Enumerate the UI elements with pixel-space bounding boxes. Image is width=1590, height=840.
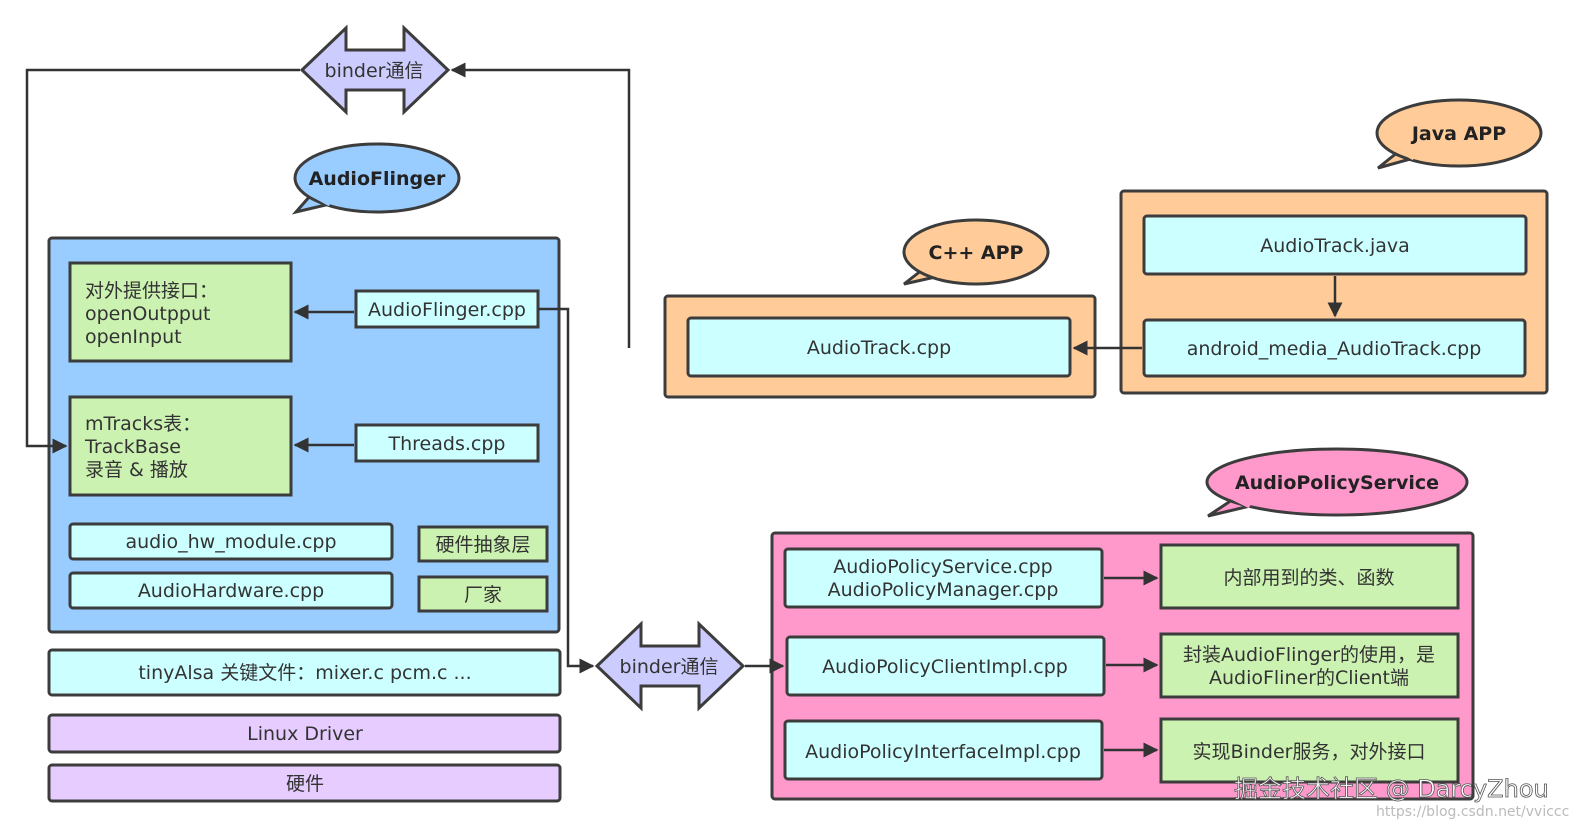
audiotrack-cpp-label: AudioTrack.cpp (807, 337, 951, 359)
hardware-label: 硬件 (286, 773, 324, 795)
binder-top-label: binder通信 (325, 60, 424, 82)
tinyalsa-label: tinyAlsa 关键文件：mixer.c pcm.c ... (138, 662, 471, 684)
interface-line-1: 对外提供接口： (85, 280, 218, 302)
binder-note-label: 实现Binder服务，对外接口 (1193, 741, 1426, 763)
audio-hw-module-box: audio_hw_module.cpp (68, 522, 394, 561)
internal-note-box: 内部用到的类、函数 (1159, 543, 1460, 610)
hal-label: 硬件抽象层 (435, 534, 530, 556)
audio-hardware-box: AudioHardware.cpp (68, 571, 394, 610)
policy-client-impl-label: AudioPolicyClientImpl.cpp (822, 656, 1068, 678)
audioflinger-bubble-label: AudioFlinger (309, 168, 446, 190)
policy-service-label: AudioPolicyService.cpp (833, 556, 1052, 578)
wrap-note-line-2: AudioFliner的Client端 (1209, 667, 1409, 689)
tracks-box: mTracks表： TrackBase 录音 & 播放 (68, 395, 293, 497)
cpp-app-bubble: C++ APP (902, 218, 1050, 286)
linux-driver-box: Linux Driver (47, 713, 562, 754)
java-app-bubble-label: Java APP (1410, 123, 1506, 145)
tracks-line-3: 录音 & 播放 (85, 459, 188, 481)
audiotrack-cpp-box: AudioTrack.cpp (686, 316, 1072, 378)
binder-bottom: binder通信 (594, 620, 746, 712)
java-app-bubble: Java APP (1375, 98, 1543, 170)
android-media-audiotrack-label: android_media_AudioTrack.cpp (1187, 338, 1482, 360)
hal-label-box: 硬件抽象层 (417, 525, 549, 563)
audiopolicy-bubble-label: AudioPolicyService (1235, 472, 1439, 494)
threads-cpp-label: Threads.cpp (388, 433, 506, 455)
android-media-audiotrack-box: android_media_AudioTrack.cpp (1142, 318, 1527, 378)
watermark-url: https://blog.csdn.net/vviccc (1376, 804, 1569, 820)
vendor-label: 厂家 (464, 584, 502, 606)
audiotrack-java-label: AudioTrack.java (1260, 235, 1410, 257)
interface-line-2: openOutpput (85, 303, 210, 325)
audiotrack-java-box: AudioTrack.java (1142, 214, 1528, 276)
vendor-label-box: 厂家 (417, 575, 549, 613)
interface-box: 对外提供接口： openOutpput openInput (68, 261, 293, 363)
audio-hw-module-label: audio_hw_module.cpp (125, 531, 336, 553)
tracks-line-1: mTracks表： (85, 413, 201, 435)
policy-interface-impl-box: AudioPolicyInterfaceImpl.cpp (783, 719, 1104, 781)
interface-line-3: openInput (85, 326, 182, 348)
audio-hardware-label: AudioHardware.cpp (138, 580, 324, 602)
audioflinger-cpp-box: AudioFlinger.cpp (354, 289, 540, 329)
binder-bottom-label: binder通信 (620, 656, 719, 678)
threads-cpp-box: Threads.cpp (354, 423, 540, 463)
tracks-line-2: TrackBase (84, 436, 181, 458)
audiotrack-to-binder-edge (450, 62, 631, 348)
policy-service-manager-box: AudioPolicyService.cpp AudioPolicyManage… (783, 547, 1104, 609)
policy-manager-label: AudioPolicyManager.cpp (828, 579, 1059, 601)
cpp-app-bubble-label: C++ APP (929, 242, 1024, 264)
hardware-box: 硬件 (47, 763, 562, 803)
audioflinger-to-binder-edge (538, 307, 595, 674)
audioflinger-cpp-label: AudioFlinger.cpp (368, 299, 526, 321)
audiopolicy-bubble: AudioPolicyService (1205, 447, 1469, 518)
watermark-text: 掘金技术社区 @ DarcyZhou (1234, 775, 1549, 803)
linux-driver-label: Linux Driver (247, 723, 363, 745)
binder-to-tracks-edge (25, 68, 300, 454)
wrap-note-box: 封装AudioFlinger的使用，是 AudioFliner的Client端 (1159, 632, 1460, 699)
wrap-note-line-1: 封装AudioFlinger的使用，是 (1183, 644, 1435, 666)
binder-note-box: 实现Binder服务，对外接口 (1159, 717, 1460, 784)
audioflinger-bubble: AudioFlinger (291, 142, 461, 215)
tinyalsa-box: tinyAlsa 关键文件：mixer.c pcm.c ... (47, 648, 562, 697)
internal-note-label: 内部用到的类、函数 (1223, 567, 1394, 589)
policy-interface-impl-label: AudioPolicyInterfaceImpl.cpp (805, 741, 1081, 763)
policy-client-impl-box: AudioPolicyClientImpl.cpp (785, 635, 1106, 697)
binder-top: binder通信 (299, 24, 451, 116)
